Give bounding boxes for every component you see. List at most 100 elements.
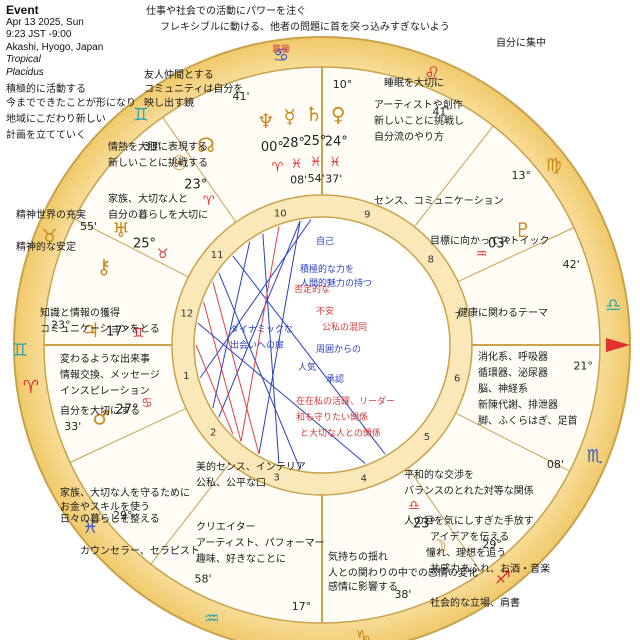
degree-label: 21° <box>573 360 593 373</box>
handwritten-note: 知識と情報の獲得 <box>40 306 120 319</box>
chiron-planet-icon: ⚷ <box>97 255 112 279</box>
handwritten-note: 仕事や社会での活動にパワーを注ぐ <box>146 4 306 17</box>
degree-label: 23° <box>51 318 71 331</box>
handwritten-note-blue: 出会いへの扉 <box>230 339 284 351</box>
degree-label: 33' <box>64 420 81 433</box>
house-ring-inner <box>193 216 451 474</box>
aspect-line <box>197 322 366 464</box>
aspect-line <box>195 344 234 435</box>
degree-label: 42' <box>563 258 580 271</box>
handwritten-note: 社会的な立場、肩書 <box>430 596 520 609</box>
pluto-planet-icon: ♇ <box>514 218 532 242</box>
handwritten-note-red: 否定的な <box>294 283 330 295</box>
house-number: 10 <box>274 208 287 219</box>
handwritten-note-blue: 自己 <box>316 235 334 247</box>
handwritten-note-red: 不安 <box>316 305 334 317</box>
chart-title: Event <box>6 3 39 17</box>
dc-arrow-icon <box>606 338 630 352</box>
zodiac-system: Tropical <box>6 54 41 65</box>
planet-sign-icon: ♊ <box>133 326 145 341</box>
house-cusp-line <box>413 125 494 228</box>
jupiter-planet-icon: ♃ <box>82 318 100 342</box>
house-cusp-line <box>150 462 231 565</box>
house-number: 9 <box>364 210 370 221</box>
aries-sign-icon: ♈ <box>23 377 39 398</box>
planet-degree: 17° <box>106 325 129 340</box>
planet-sign-icon: ♒ <box>476 247 488 262</box>
aspect-line <box>262 233 280 464</box>
handwritten-note: 人の目を気にしすぎた手放す <box>404 514 534 527</box>
aspect-line <box>232 255 386 455</box>
house-cusp-line <box>69 407 187 463</box>
handwritten-note: 日々の暮らしを整える <box>60 512 160 525</box>
handwritten-note: 情報交換、メッセージ <box>60 368 160 381</box>
house-cusp-line <box>74 218 189 278</box>
handwritten-note: 新しいことに挑戦し <box>374 114 464 127</box>
virgo-sign-icon: ♍ <box>546 155 562 176</box>
planet-glyphs: ♆00°♈☿28°♓08'♄25°♓54'♀24°♓37'☉23°♈♅25°♉♃… <box>82 102 532 559</box>
handwritten-note: 脚、ふくらはぎ、足首 <box>478 414 578 427</box>
handwritten-note-red: 公私の混同 <box>322 322 367 333</box>
planet-degree: 28° <box>282 136 305 151</box>
handwritten-note-blue: 人間的魅力の持つ <box>300 277 372 289</box>
handwritten-note: アーティストや創作 <box>374 99 463 111</box>
handwritten-note: コミュニケーションをとる <box>40 323 160 335</box>
handwritten-note: 平和的な交渉を <box>404 468 474 481</box>
sun-planet-icon: ☉ <box>170 151 188 175</box>
degree-label: 17° <box>292 600 312 613</box>
gemini-sign-icon: ♊ <box>133 104 149 125</box>
handwritten-note: 憧れ、理想を追う <box>426 546 506 559</box>
degree-labels: 41'10°41'13°42'21°08'29°38'17°58'29°33'2… <box>51 78 593 613</box>
handwritten-note: 精神的な安定 <box>16 240 76 253</box>
degree-label: 55' <box>80 220 97 233</box>
house-number: 8 <box>428 254 434 265</box>
handwritten-notes: 仕事や社会での活動にパワーを注ぐフレキシブルに動ける、他者の問題に首を突っ込みす… <box>6 4 578 609</box>
planet-degree: 27° <box>116 402 139 417</box>
degree-label: 38' <box>394 588 411 601</box>
planet-sign-icon: ♈ <box>203 194 215 209</box>
handwritten-note: 家族、大切な人を守るために <box>60 486 190 499</box>
chart-header: Event Apr 13 2025, Sun 9:23 JST -9:00 Ak… <box>6 4 103 79</box>
aspect-lines <box>195 219 386 470</box>
house-cusp-line <box>457 227 575 283</box>
handwritten-note: フレキシブルに動ける、他者の問題に首を突っ込みすぎないよう <box>160 20 450 33</box>
handwritten-note: カウンセラー、セラピスト <box>80 545 200 557</box>
aspect-line <box>258 220 301 455</box>
pisces-sign-icon: ♓ <box>82 517 98 538</box>
mars-planet-icon: ♂ <box>92 406 110 430</box>
handwritten-note: 目標に向かってストイック <box>430 234 550 247</box>
handwritten-note-blue: 承認 <box>326 373 344 385</box>
taurus-sign-icon: ♉ <box>41 226 57 247</box>
sign-glyphs: ♈♉♊♋♌♍♎♏♐♑♒♓ <box>23 45 621 644</box>
planet-minute: 54' <box>308 172 325 185</box>
cancer-sign-icon: ♋ <box>273 45 289 66</box>
chart-time: 9:23 JST -9:00 <box>6 29 72 40</box>
planet-sign-icon: ♓ <box>329 155 341 170</box>
planet-degree: 23° <box>184 177 207 192</box>
house-cusp-line <box>407 467 482 574</box>
aspect-line <box>199 219 312 378</box>
handwritten-note: 循環器、泌尿器 <box>478 366 548 379</box>
house-number: 11 <box>211 250 224 261</box>
planet-degree: 00° <box>261 140 284 155</box>
handwritten-note-blue: 周囲からの <box>316 344 361 355</box>
handwritten-note-red: 和も守りたい関係 <box>296 411 368 423</box>
degree-label: 29° <box>113 509 133 522</box>
aspect-line <box>240 226 280 442</box>
handwritten-note: 趣味、好きなことに <box>196 552 286 565</box>
handwritten-note: 脳、神経系 <box>478 382 528 395</box>
venus-planet-icon: ♀ <box>331 103 346 127</box>
planet-degree: 25° <box>303 134 326 149</box>
handwritten-note: 今までできたことが形になり <box>6 96 136 109</box>
handwritten-note: インスピレーション <box>60 385 150 397</box>
planet-degree: 25° <box>133 237 156 252</box>
planet-degree: 23° <box>413 517 436 532</box>
handwritten-note: 健康に関わるテーマ <box>458 306 548 319</box>
degree-label: 13° <box>511 169 531 182</box>
aspect-line <box>218 272 301 470</box>
handwritten-note: 精神世界の充実 <box>16 208 86 221</box>
degree-label: 58' <box>195 572 212 585</box>
handwritten-note: 新しいことに挑戦する <box>108 156 208 169</box>
